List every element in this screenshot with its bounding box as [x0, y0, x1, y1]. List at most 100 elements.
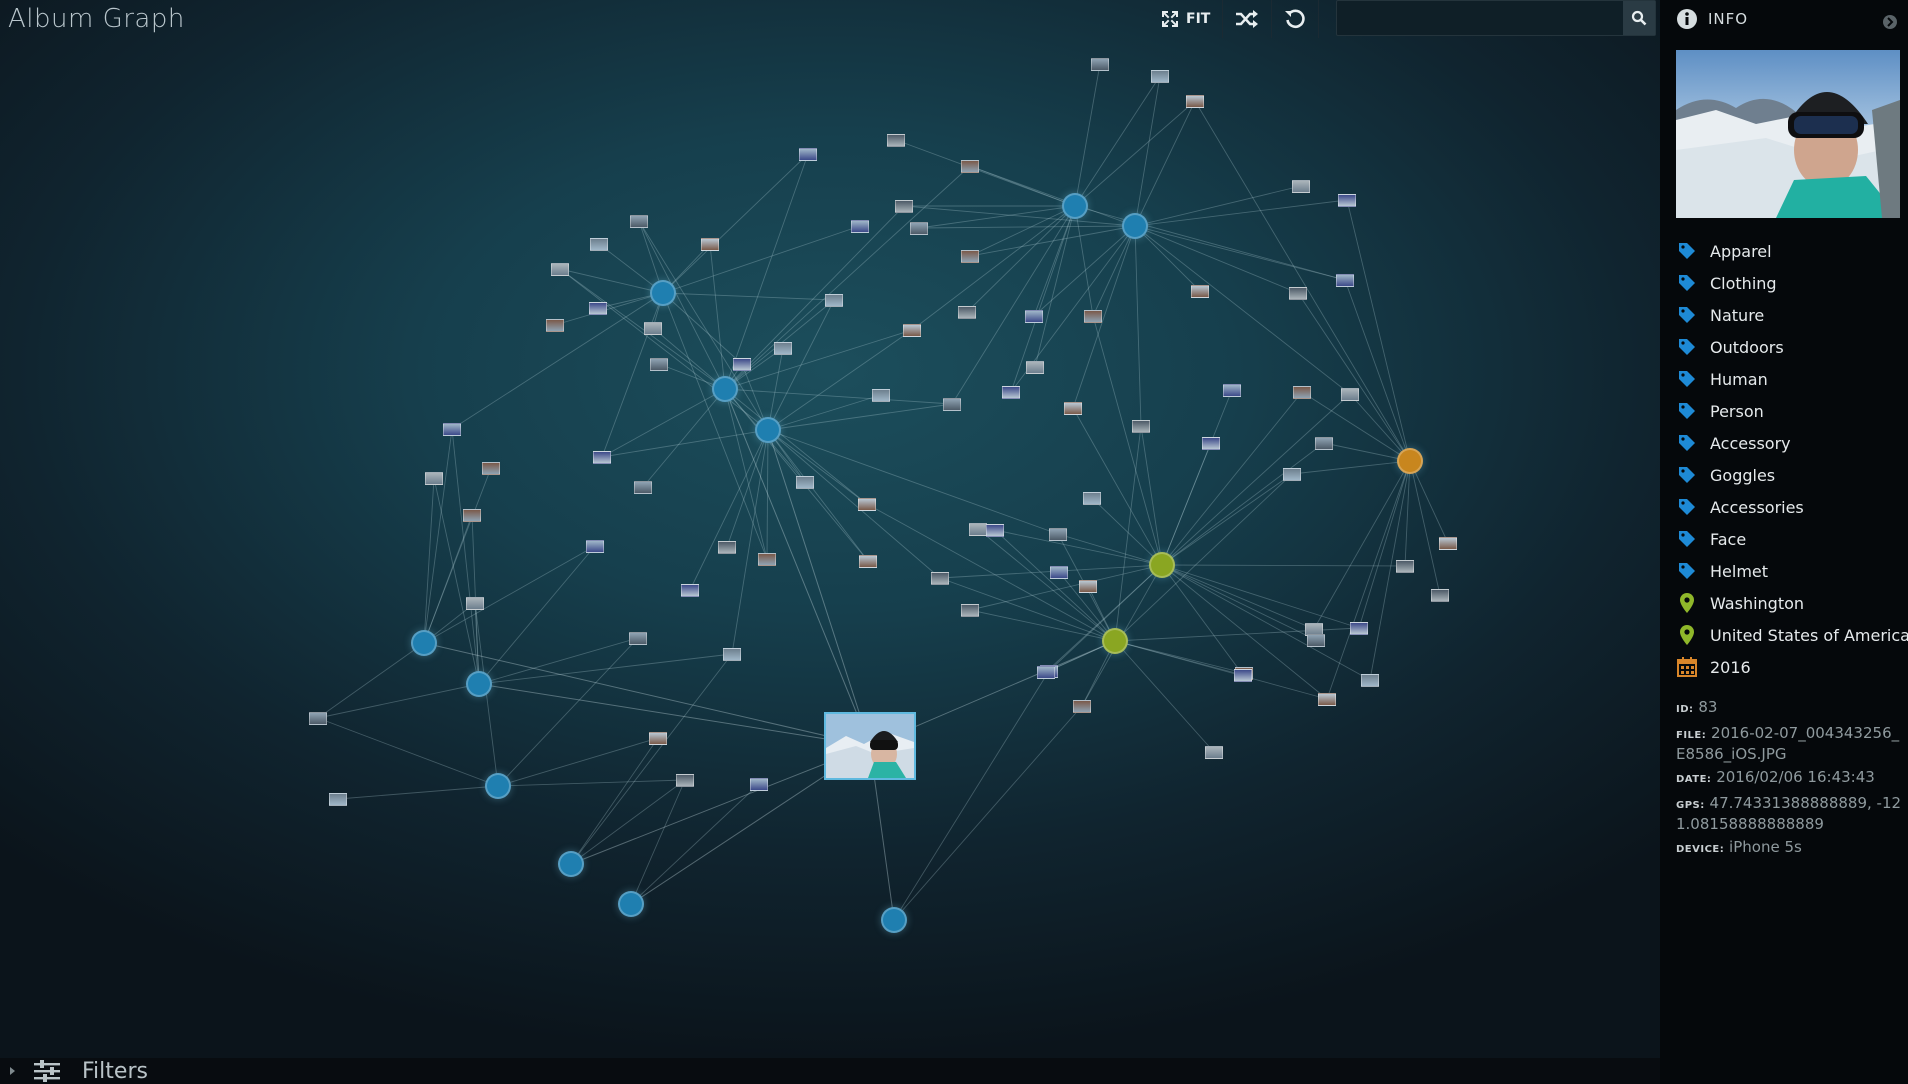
tag-item[interactable]: Outdoors: [1676, 331, 1908, 363]
tag-hub-node[interactable]: [650, 280, 676, 306]
photo-node[interactable]: [796, 476, 814, 489]
filters-bar[interactable]: Filters: [0, 1058, 1660, 1084]
shuffle-button[interactable]: [1223, 0, 1273, 38]
photo-node[interactable]: [723, 648, 741, 661]
photo-node[interactable]: [961, 250, 979, 263]
photo-node[interactable]: [825, 294, 843, 307]
photo-node[interactable]: [943, 398, 961, 411]
photo-node[interactable]: [958, 306, 976, 319]
location-hub-node[interactable]: [1102, 628, 1128, 654]
photo-node[interactable]: [1049, 528, 1067, 541]
photo-node[interactable]: [466, 597, 484, 610]
tag-item[interactable]: Face: [1676, 523, 1908, 555]
photo-node[interactable]: [1318, 693, 1336, 706]
photo-node[interactable]: [634, 481, 652, 494]
photo-node[interactable]: [1073, 700, 1091, 713]
photo-node[interactable]: [1336, 274, 1354, 287]
date-hub-node[interactable]: [1397, 448, 1423, 474]
photo-node[interactable]: [1283, 468, 1301, 481]
reset-button[interactable]: [1272, 0, 1320, 38]
photo-node[interactable]: [1341, 388, 1359, 401]
photo-node[interactable]: [750, 778, 768, 791]
photo-node[interactable]: [961, 604, 979, 617]
tag-item[interactable]: Clothing: [1676, 267, 1908, 299]
tag-hub-node[interactable]: [881, 907, 907, 933]
photo-node[interactable]: [718, 541, 736, 554]
photo-node[interactable]: [1091, 58, 1109, 71]
tag-item[interactable]: United States of America: [1676, 619, 1908, 651]
photo-node[interactable]: [1223, 384, 1241, 397]
photo-node[interactable]: [701, 238, 719, 251]
photo-node[interactable]: [1396, 560, 1414, 573]
photo-node[interactable]: [589, 302, 607, 315]
tag-item[interactable]: Nature: [1676, 299, 1908, 331]
photo-node[interactable]: [733, 358, 751, 371]
photo-node[interactable]: [681, 584, 699, 597]
tag-item[interactable]: Helmet: [1676, 555, 1908, 587]
photo-node[interactable]: [1202, 437, 1220, 450]
photo-node[interactable]: [895, 200, 913, 213]
photo-node[interactable]: [1151, 70, 1169, 83]
photo-node[interactable]: [1307, 634, 1325, 647]
photo-node[interactable]: [1361, 674, 1379, 687]
photo-node[interactable]: [1064, 402, 1082, 415]
photo-node[interactable]: [586, 540, 604, 553]
search-input[interactable]: [1337, 1, 1627, 37]
photo-node[interactable]: [758, 553, 776, 566]
location-hub-node[interactable]: [1149, 552, 1175, 578]
photo-node[interactable]: [1037, 666, 1055, 679]
tag-hub-node[interactable]: [466, 671, 492, 697]
photo-node[interactable]: [799, 148, 817, 161]
photo-node[interactable]: [931, 572, 949, 585]
tag-hub-node[interactable]: [618, 891, 644, 917]
photo-node[interactable]: [910, 222, 928, 235]
tag-hub-node[interactable]: [411, 630, 437, 656]
tag-hub-node[interactable]: [558, 851, 584, 877]
selected-photo-node[interactable]: [824, 712, 916, 780]
photo-node[interactable]: [649, 732, 667, 745]
tag-hub-node[interactable]: [712, 376, 738, 402]
graph-canvas[interactable]: Album Graph FIT: [0, 0, 1660, 1058]
photo-node[interactable]: [1289, 287, 1307, 300]
tag-hub-node[interactable]: [755, 417, 781, 443]
tag-item[interactable]: Human: [1676, 363, 1908, 395]
photo-node[interactable]: [986, 524, 1004, 537]
photo-node[interactable]: [329, 793, 347, 806]
photo-node[interactable]: [1234, 669, 1252, 682]
tag-item[interactable]: Person: [1676, 395, 1908, 427]
photo-node[interactable]: [443, 423, 461, 436]
photo-node[interactable]: [676, 774, 694, 787]
photo-node[interactable]: [859, 555, 877, 568]
tag-item[interactable]: 2016: [1676, 651, 1908, 683]
photo-node[interactable]: [1186, 95, 1204, 108]
photo-node[interactable]: [872, 389, 890, 402]
photo-node[interactable]: [1002, 386, 1020, 399]
photo-node[interactable]: [903, 324, 921, 337]
photo-node[interactable]: [309, 712, 327, 725]
photo-node[interactable]: [851, 220, 869, 233]
photo-node[interactable]: [1025, 310, 1043, 323]
tag-item[interactable]: Accessories: [1676, 491, 1908, 523]
tag-hub-node[interactable]: [1062, 193, 1088, 219]
photo-node[interactable]: [1431, 589, 1449, 602]
photo-node[interactable]: [858, 498, 876, 511]
tag-item[interactable]: Goggles: [1676, 459, 1908, 491]
photo-node[interactable]: [887, 134, 905, 147]
photo-node[interactable]: [644, 322, 662, 335]
photo-node[interactable]: [969, 523, 987, 536]
photo-node[interactable]: [551, 263, 569, 276]
photo-node[interactable]: [1079, 580, 1097, 593]
photo-node[interactable]: [1338, 194, 1356, 207]
photo-node[interactable]: [1191, 285, 1209, 298]
photo-node[interactable]: [1350, 622, 1368, 635]
photo-node[interactable]: [1026, 361, 1044, 374]
photo-node[interactable]: [590, 238, 608, 251]
photo-node[interactable]: [961, 160, 979, 173]
photo-node[interactable]: [482, 462, 500, 475]
photo-node[interactable]: [1315, 437, 1333, 450]
tag-item[interactable]: Accessory: [1676, 427, 1908, 459]
photo-node[interactable]: [774, 342, 792, 355]
photo-node[interactable]: [546, 319, 564, 332]
photo-node[interactable]: [1083, 492, 1101, 505]
photo-node[interactable]: [1132, 420, 1150, 433]
